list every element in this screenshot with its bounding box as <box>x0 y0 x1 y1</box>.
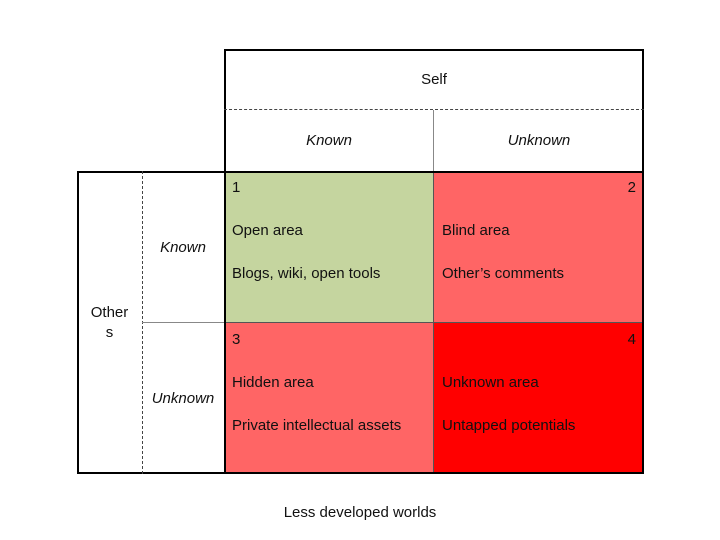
quadrant-hidden-area: 3 Hidden area Private intellectual asset… <box>224 323 434 474</box>
others-title-text: Other s <box>90 303 129 341</box>
self-column-divider <box>433 110 434 171</box>
others-side-box <box>77 171 224 474</box>
quadrant-example: Untapped potentials <box>442 417 576 434</box>
caption: Less developed worlds <box>283 503 437 521</box>
quadrant-open-area: 1 Open area Blogs, wiki, open tools <box>224 171 434 323</box>
quadrant-example: Private intellectual assets <box>232 417 402 434</box>
quadrant-number: 1 <box>232 179 241 196</box>
others-known-label: Known <box>160 238 206 256</box>
quadrant-name: Unknown area <box>442 374 539 391</box>
self-title: Self <box>421 71 447 88</box>
self-dashed-divider <box>224 109 644 110</box>
quadrant-example: Other’s comments <box>442 265 564 282</box>
quadrant-name: Hidden area <box>232 374 314 391</box>
quadrant-number: 3 <box>232 331 241 348</box>
quadrant-blind-area: 2 Blind area Other’s comments <box>434 171 644 323</box>
self-header-box <box>224 49 644 171</box>
quadrant-number: 4 <box>627 331 636 348</box>
quadrant-unknown-area: 4 Unknown area Untapped potentials <box>434 323 644 474</box>
others-unknown-label: Unknown <box>151 390 215 407</box>
others-row-divider <box>142 322 224 323</box>
quadrant-number: 2 <box>627 179 636 196</box>
others-title: Other s <box>77 171 142 474</box>
quadrant-example: Blogs, wiki, open tools <box>232 265 381 282</box>
self-known-label: Known <box>306 132 352 149</box>
quadrant-name: Open area <box>232 222 303 239</box>
self-unknown-label: Unknown <box>507 132 571 149</box>
grid-row-divider <box>224 322 644 323</box>
quadrant-name: Blind area <box>442 222 510 239</box>
